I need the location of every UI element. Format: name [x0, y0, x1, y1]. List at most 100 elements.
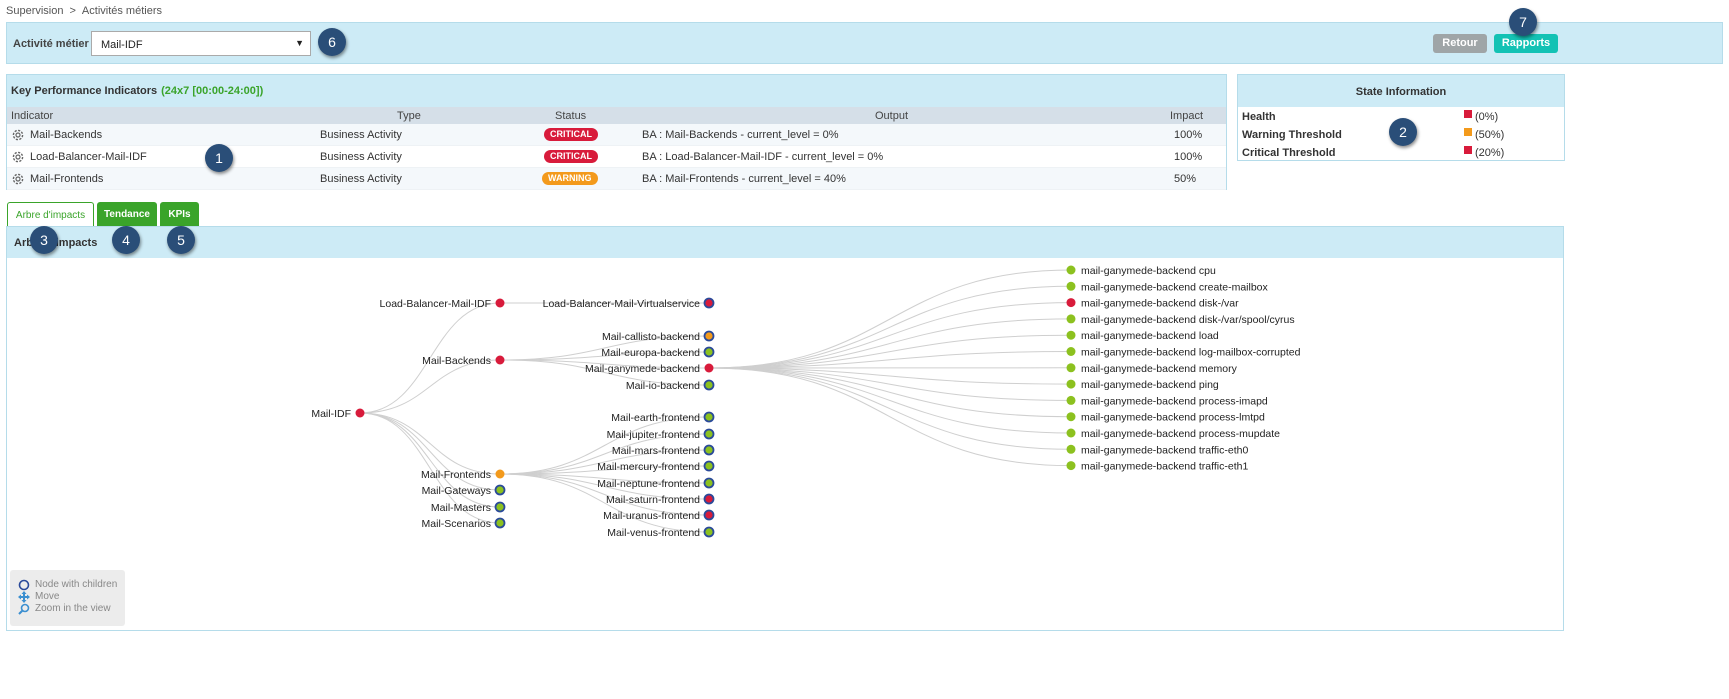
tree-node-mail-ganymede-backend-memory[interactable]: mail-ganymede-backend memory [1066, 363, 1238, 375]
tree-node-label[interactable]: Mail-jupiter-frontend [607, 429, 701, 441]
tab-kpis[interactable]: KPIs [160, 202, 199, 227]
tree-node-label[interactable]: Mail-Backends [422, 355, 491, 367]
tree-node-load-balancer-mail-idf[interactable]: Load-Balancer-Mail-IDF [380, 298, 505, 310]
gear-icon[interactable] [11, 128, 25, 142]
tree-node-label[interactable]: mail-ganymede-backend traffic-eth1 [1081, 461, 1248, 473]
tree-node-label[interactable]: Mail-mercury-frontend [597, 461, 700, 473]
breadcrumb-root[interactable]: Supervision [6, 5, 64, 17]
kpi-indicator[interactable]: Mail-Backends [30, 129, 103, 141]
tree-node-mail-venus-frontend[interactable]: Mail-venus-frontend [607, 526, 715, 539]
gear-icon[interactable] [11, 150, 25, 164]
tree-node-dot[interactable] [1066, 363, 1076, 373]
tree-node-mail-scenarios[interactable]: Mail-Scenarios [422, 517, 506, 530]
tree-node-dot[interactable] [1066, 265, 1076, 275]
tree-node-label[interactable]: Mail-io-backend [626, 380, 700, 392]
tree-node-label[interactable]: Mail-ganymede-backend [585, 363, 700, 375]
tree-node-label[interactable]: mail-ganymede-backend disk-/var/spool/cy… [1081, 314, 1295, 326]
tree-node-label[interactable]: mail-ganymede-backend ping [1081, 379, 1219, 391]
tree-node-mail-backends[interactable]: Mail-Backends [422, 355, 505, 367]
kpi-indicator[interactable]: Mail-Frontends [30, 173, 104, 185]
tree-node-mail-saturn-frontend[interactable]: Mail-saturn-frontend [606, 493, 715, 506]
tree-node-mail-jupiter-frontend[interactable]: Mail-jupiter-frontend [607, 428, 715, 441]
tree-node-mail-ganymede-backend[interactable]: Mail-ganymede-backend [585, 363, 714, 375]
tree-node-label[interactable]: Mail-venus-frontend [607, 527, 700, 539]
tree-node-mail-ganymede-backend-cpu[interactable]: mail-ganymede-backend cpu [1066, 265, 1216, 277]
tree-node-mail-gateways[interactable]: Mail-Gateways [422, 484, 506, 497]
tree-node-dot[interactable] [1066, 347, 1076, 356]
tree-node-label[interactable]: Mail-mars-frontend [612, 445, 700, 457]
tree-node-label[interactable]: Mail-saturn-frontend [606, 494, 700, 506]
tree-node-dot[interactable] [1066, 330, 1076, 340]
tree-node-dot[interactable] [1066, 281, 1076, 291]
tree-node-dot[interactable] [1066, 428, 1076, 438]
tree-node-dot[interactable] [495, 355, 505, 365]
tree-node-label[interactable]: Mail-Gateways [422, 485, 491, 497]
tree-node-dot[interactable] [494, 501, 506, 513]
tree-node-label[interactable]: Mail-Masters [431, 502, 491, 514]
tree-node-mail-europa-backend[interactable]: Mail-europa-backend [601, 346, 715, 359]
tree-node-mail-ganymede-backend-traffic-eth0[interactable]: mail-ganymede-backend traffic-eth0 [1066, 444, 1249, 456]
activity-select[interactable]: Mail-IDF ▼ [91, 31, 311, 56]
retour-button[interactable]: Retour [1433, 34, 1487, 53]
tree-node-dot[interactable] [703, 379, 715, 391]
tree-node-mail-ganymede-backend-create-mailbox[interactable]: mail-ganymede-backend create-mailbox [1066, 281, 1269, 293]
tree-node-label[interactable]: Mail-uranus-frontend [603, 510, 700, 522]
tree-node-load-balancer-mail-virtualservice[interactable]: Load-Balancer-Mail-Virtualservice [543, 297, 715, 310]
tree-node-label[interactable]: Mail-callisto-backend [602, 331, 700, 343]
tree-node-dot[interactable] [703, 330, 715, 342]
breadcrumb-current[interactable]: Activités métiers [81, 5, 162, 17]
tree-node-mail-uranus-frontend[interactable]: Mail-uranus-frontend [603, 509, 715, 522]
tree-node-mail-neptune-frontend[interactable]: Mail-neptune-frontend [597, 477, 715, 490]
tab-impact-tree[interactable]: Arbre d'impacts [7, 202, 94, 227]
tree-node-dot[interactable] [1066, 461, 1076, 471]
tree-node-label[interactable]: Mail-neptune-frontend [597, 478, 700, 490]
tree-node-dot[interactable] [704, 363, 714, 373]
tree-node-mail-ganymede-backend-disk-var[interactable]: mail-ganymede-backend disk-/var [1066, 298, 1240, 310]
gear-icon[interactable] [11, 172, 25, 186]
tree-node-mail-ganymede-backend-disk-var-spool-cyrus[interactable]: mail-ganymede-backend disk-/var/spool/cy… [1066, 314, 1295, 326]
tree-node-dot[interactable] [703, 297, 715, 309]
kpi-indicator[interactable]: Load-Balancer-Mail-IDF [30, 151, 147, 163]
tree-node-dot[interactable] [1066, 444, 1076, 454]
tree-node-dot[interactable] [703, 477, 715, 489]
tree-node-mail-earth-frontend[interactable]: Mail-earth-frontend [611, 411, 715, 424]
tree-node-label[interactable]: mail-ganymede-backend create-mailbox [1081, 281, 1269, 293]
tree-node-dot[interactable] [703, 444, 715, 456]
tree-node-label[interactable]: Mail-Scenarios [422, 518, 491, 530]
tree-node-dot[interactable] [355, 408, 365, 418]
tree-node-dot[interactable] [494, 517, 506, 529]
tree-node-label[interactable]: mail-ganymede-backend cpu [1081, 265, 1216, 277]
tree-node-dot[interactable] [703, 493, 715, 505]
tree-node-label[interactable]: mail-ganymede-backend disk-/var [1081, 298, 1239, 310]
tree-node-label[interactable]: Mail-Frontends [421, 469, 491, 481]
impact-tree-canvas[interactable]: Mail-IDF Load-Balancer-Mail-IDF Mail-Backe… [7, 258, 1563, 630]
tree-node-label[interactable]: mail-ganymede-backend log-mailbox-corrup… [1081, 347, 1301, 359]
tree-node-mail-ganymede-backend-process-lmtpd[interactable]: mail-ganymede-backend process-lmtpd [1066, 412, 1265, 424]
tree-node-mail-ganymede-backend-traffic-eth1[interactable]: mail-ganymede-backend traffic-eth1 [1066, 461, 1249, 473]
tree-node-dot[interactable] [1066, 412, 1076, 422]
tree-node-mail-masters[interactable]: Mail-Masters [431, 501, 506, 514]
tree-node-dot[interactable] [495, 298, 505, 308]
tree-node-mail-mars-frontend[interactable]: Mail-mars-frontend [612, 444, 715, 457]
tree-node-mail-frontends[interactable]: Mail-Frontends [421, 469, 505, 481]
tree-node-mail-mercury-frontend[interactable]: Mail-mercury-frontend [597, 460, 715, 473]
tree-node-label[interactable]: Load-Balancer-Mail-Virtualservice [543, 298, 701, 310]
tree-node-mail-ganymede-backend-log-mailbox-corrupted[interactable]: mail-ganymede-backend log-mailbox-corrup… [1066, 347, 1301, 359]
tree-node-dot[interactable] [1066, 298, 1076, 308]
tree-node-label[interactable]: Mail-earth-frontend [611, 412, 700, 424]
tree-node-dot[interactable] [703, 428, 715, 440]
tree-node-dot[interactable] [1066, 395, 1076, 405]
tree-node-label[interactable]: Load-Balancer-Mail-IDF [380, 298, 491, 310]
tree-node-dot[interactable] [703, 346, 715, 358]
tree-node-label[interactable]: mail-ganymede-backend process-imapd [1081, 395, 1268, 407]
tree-node-dot[interactable] [703, 526, 715, 538]
tree-node-mail-io-backend[interactable]: Mail-io-backend [626, 379, 715, 392]
tree-node-label[interactable]: mail-ganymede-backend process-mupdate [1081, 428, 1280, 440]
tree-node-label[interactable]: Mail-europa-backend [601, 347, 700, 359]
tree-node-label[interactable]: Mail-IDF [311, 408, 351, 420]
tree-node-dot[interactable] [495, 469, 505, 479]
tree-node-dot[interactable] [494, 484, 506, 496]
